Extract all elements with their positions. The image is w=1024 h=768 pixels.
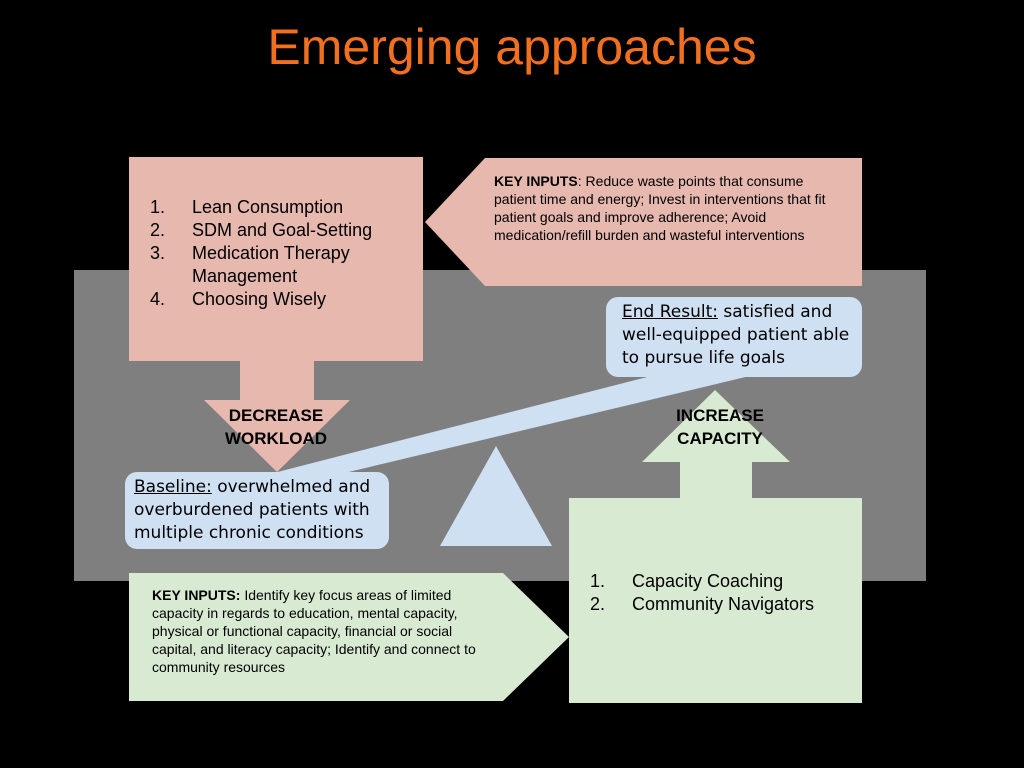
- workload-list: 1.Lean Consumption 2.SDM and Goal-Settin…: [150, 196, 415, 311]
- key-inputs-label: KEY INPUTS: [494, 173, 578, 189]
- list-item: 4.Choosing Wisely: [150, 289, 327, 309]
- key-inputs-top-text: KEY INPUTS: Reduce waste points that con…: [494, 172, 834, 244]
- increase-capacity-label: INCREASE CAPACITY: [676, 406, 764, 448]
- list-item: 1.Lean Consumption: [150, 197, 344, 217]
- baseline-text: overwhelmed and overburdened patients wi…: [134, 477, 371, 543]
- list-item: 2.Community Navigators: [590, 594, 815, 614]
- increase-capacity-arrow: [642, 390, 790, 500]
- key-inputs-label: KEY INPUTS:: [152, 587, 241, 603]
- key-inputs-bottom-text: KEY INPUTS: Identify key focus areas of …: [152, 586, 497, 676]
- slide-title: Emerging approaches: [267, 19, 757, 75]
- decrease-workload-label: DECREASE WORKLOAD: [225, 406, 327, 448]
- list-item: 3.Medication Therapy Management: [150, 243, 350, 286]
- baseline-label: Baseline:: [134, 477, 212, 497]
- baseline-bubble: Baseline: overwhelmed and overburdened p…: [125, 472, 389, 549]
- list-item: 2.SDM and Goal-Setting: [150, 220, 373, 240]
- list-item: 1.Capacity Coaching: [590, 571, 784, 591]
- workload-box: [129, 157, 423, 361]
- key-inputs-description: : Reduce waste points that consume patie…: [494, 173, 826, 243]
- key-inputs-top-callout: [425, 158, 862, 286]
- end-result-bubble: End Result: satisfied and well-equipped …: [606, 297, 862, 377]
- end-result-text: satisfied and well-equipped patient able…: [622, 302, 850, 368]
- capacity-box: [569, 498, 862, 703]
- end-result-label: End Result:: [622, 302, 718, 322]
- key-inputs-description: Identify key focus areas of limited capa…: [152, 587, 476, 675]
- decrease-workload-arrow: [204, 360, 350, 472]
- seesaw-beam: [262, 350, 758, 488]
- fulcrum-triangle: [440, 446, 552, 546]
- key-inputs-bottom-callout: [129, 573, 569, 701]
- capacity-list: 1.Capacity Coaching 2.Community Navigato…: [590, 570, 860, 616]
